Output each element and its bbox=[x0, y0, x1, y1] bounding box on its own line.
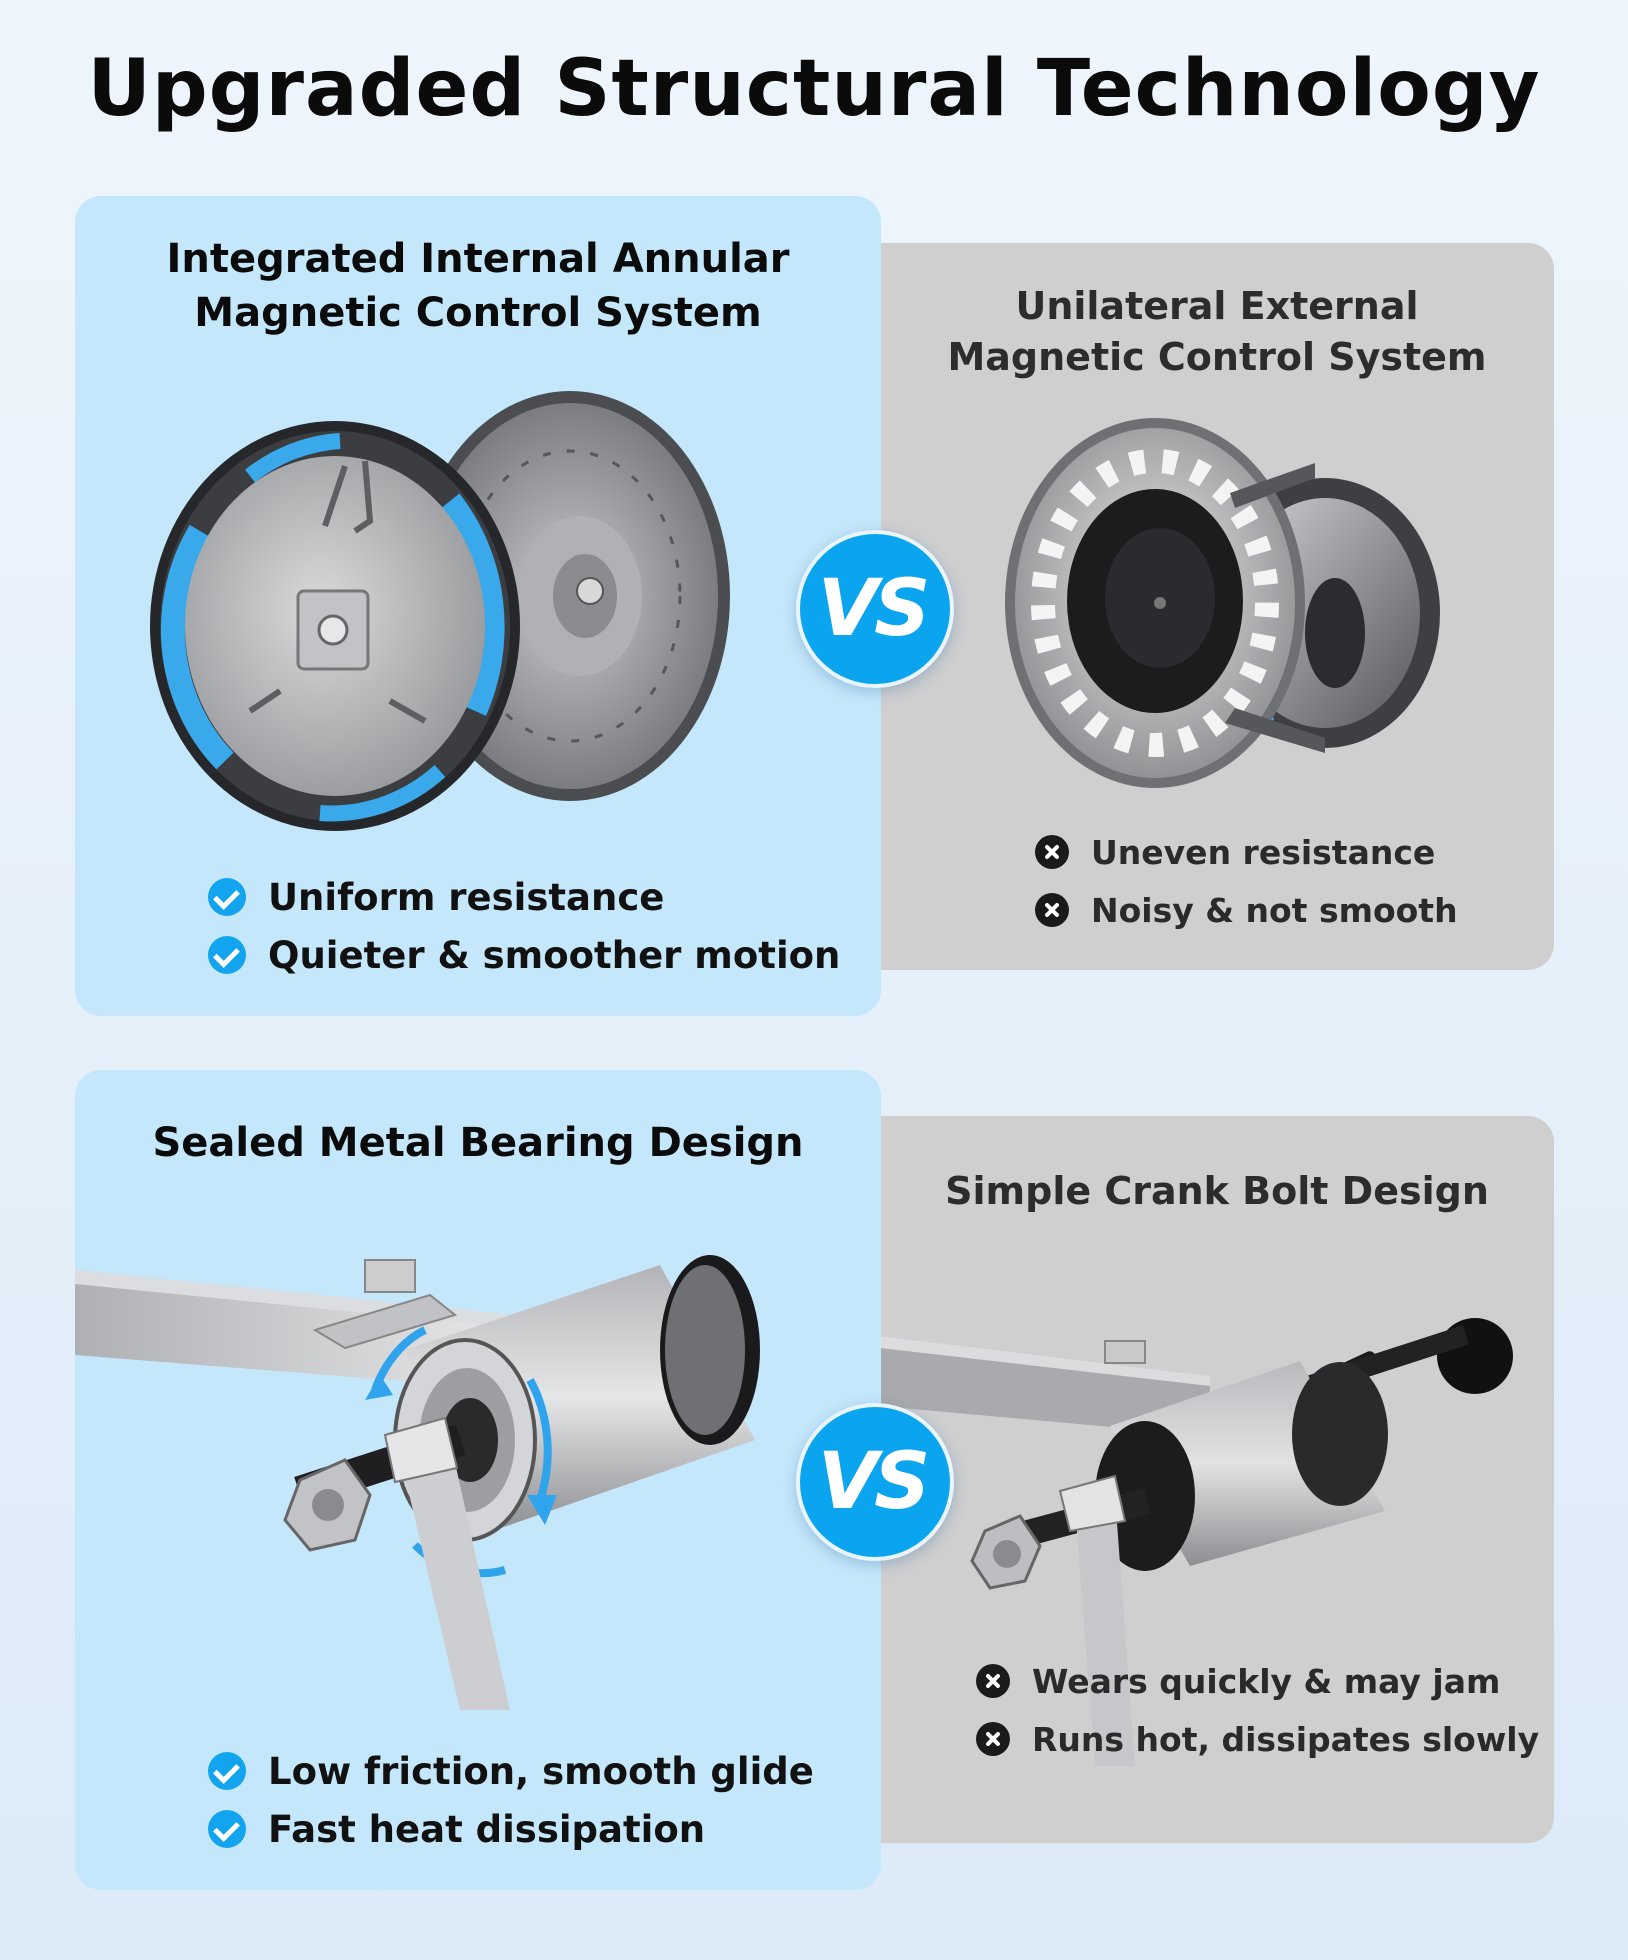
list-item: Uneven resistance bbox=[1035, 823, 1458, 881]
external-magnetic-flywheel-icon bbox=[1005, 418, 1440, 788]
cross-icon bbox=[976, 1722, 1010, 1756]
standard-feature-list: Uneven resistance Noisy & not smooth bbox=[1035, 823, 1458, 939]
list-item: Noisy & not smooth bbox=[1035, 881, 1458, 939]
page-title: Upgraded Structural Technology bbox=[87, 44, 1541, 134]
internal-annular-flywheel-icon bbox=[150, 391, 730, 831]
standard-panel-title: Simple Crank Bolt Design bbox=[945, 1169, 1489, 1213]
standard-panel-title: Unilateral External Magnetic Control Sys… bbox=[947, 284, 1487, 380]
upgraded-panel-bearing: Sealed Metal Bearing Design bbox=[75, 1070, 881, 1890]
list-item: Runs hot, dissipates slowly bbox=[976, 1710, 1539, 1768]
standard-panel-magnetic: Unilateral External Magnetic Control Sys… bbox=[880, 243, 1554, 970]
list-item: Wears quickly & may jam bbox=[976, 1652, 1539, 1710]
upgraded-feature-list: Uniform resistance Quieter & smoother mo… bbox=[208, 868, 840, 984]
vs-badge: VS bbox=[796, 1403, 954, 1561]
cross-icon bbox=[1035, 893, 1069, 927]
crank-bolt-icon bbox=[880, 1318, 1513, 1766]
sealed-bearing-crank-icon bbox=[75, 1255, 760, 1710]
upgraded-panel-title: Integrated Internal Annular Magnetic Con… bbox=[166, 236, 790, 336]
cross-icon bbox=[1035, 835, 1069, 869]
check-icon bbox=[208, 878, 246, 916]
list-item: Quieter & smoother motion bbox=[208, 926, 840, 984]
upgraded-panel-title: Sealed Metal Bearing Design bbox=[152, 1120, 804, 1166]
standard-feature-list: Wears quickly & may jam Runs hot, dissip… bbox=[976, 1652, 1539, 1768]
check-icon bbox=[208, 936, 246, 974]
cross-icon bbox=[976, 1664, 1010, 1698]
standard-panel-crank: Simple Crank Bolt Design Wears quickly &… bbox=[880, 1116, 1554, 1843]
vs-badge: VS bbox=[796, 530, 954, 688]
list-item: Low friction, smooth glide bbox=[208, 1742, 814, 1800]
check-icon bbox=[208, 1810, 246, 1848]
upgraded-feature-list: Low friction, smooth glide Fast heat dis… bbox=[208, 1742, 814, 1858]
list-item: Uniform resistance bbox=[208, 868, 840, 926]
check-icon bbox=[208, 1752, 246, 1790]
list-item: Fast heat dissipation bbox=[208, 1800, 814, 1858]
upgraded-panel-magnetic: Integrated Internal Annular Magnetic Con… bbox=[75, 196, 881, 1016]
